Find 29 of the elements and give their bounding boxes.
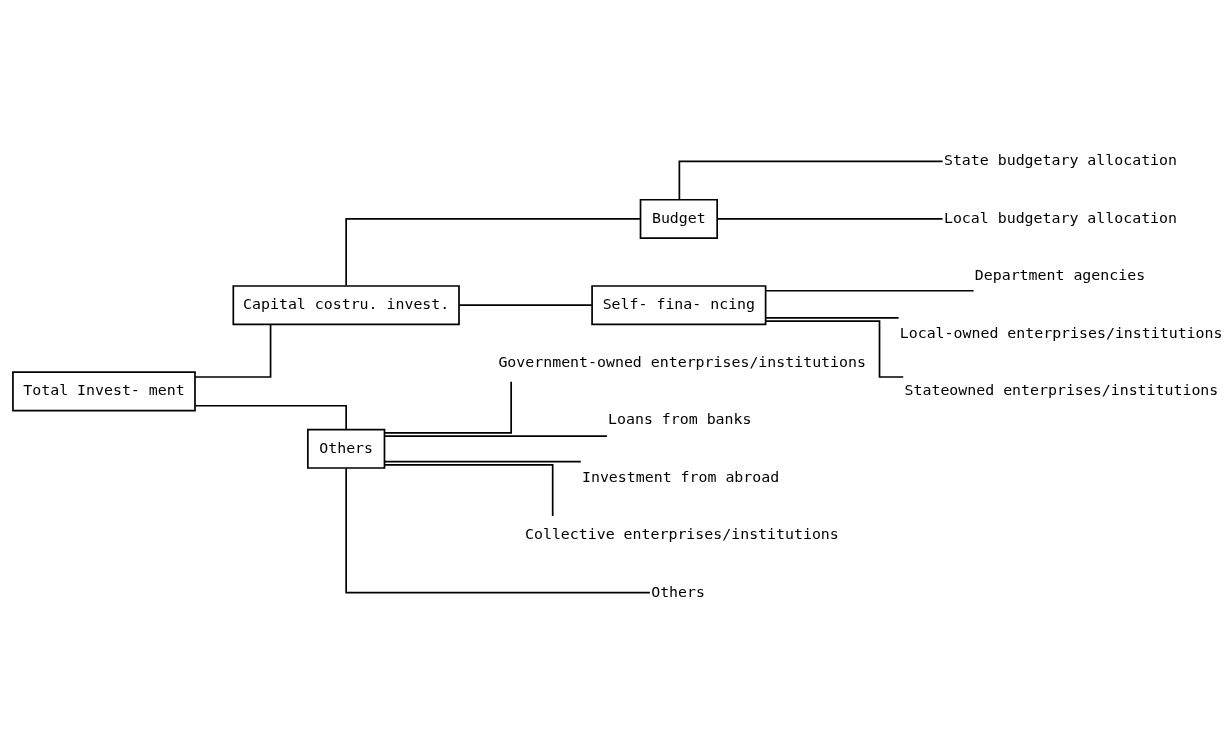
connector [345, 466, 651, 593]
node-text: Government-owned enterprises/institutions [498, 352, 866, 371]
node-text: Investment from abroad [581, 467, 780, 486]
node-box: Others [306, 428, 386, 469]
node-text: Local budgetary allocation [943, 208, 1178, 227]
node-text: Loans from banks [608, 409, 752, 428]
node-text: Stateowned enterprises/institutions [904, 380, 1219, 399]
connector [383, 434, 608, 437]
node-box: Total Invest- ment [12, 370, 196, 411]
connector [678, 160, 944, 200]
connector [383, 460, 582, 462]
connector [384, 380, 512, 434]
connector [716, 217, 944, 220]
node-box: Budget [639, 198, 718, 239]
node-box: Capital costru. invest. [232, 284, 460, 325]
connector [764, 319, 905, 378]
connector [765, 289, 975, 292]
node-text: Department agencies [974, 265, 1146, 284]
connector [194, 404, 347, 430]
connector [345, 217, 642, 286]
node-text: Collective enterprises/institutions [525, 524, 839, 543]
connector [194, 323, 272, 378]
connector [383, 463, 554, 517]
connector [765, 316, 900, 319]
node-text: Others [651, 582, 705, 601]
node-text: State budgetary allocation [943, 150, 1178, 169]
connector [458, 303, 593, 306]
node-text: Local-owned enterprises/institutions [899, 323, 1223, 342]
node-box: Self- fina- ncing [591, 284, 767, 325]
